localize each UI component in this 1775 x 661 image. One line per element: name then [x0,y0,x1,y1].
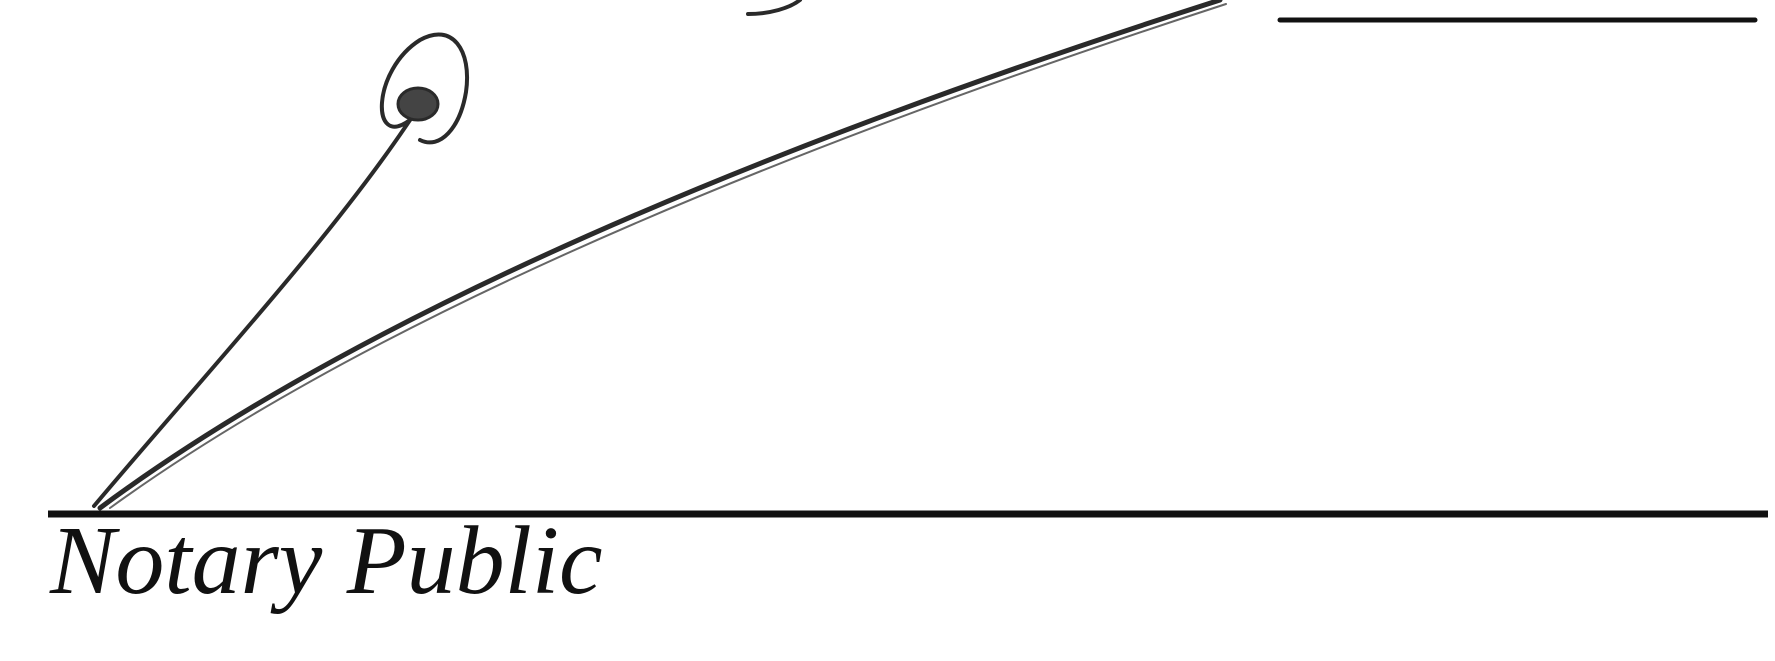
signature-long-stroke [97,0,1223,511]
handwritten-signature-icon [92,0,1227,511]
notary-public-label: Notary Public [50,507,603,615]
signature-loop [380,32,470,145]
signature-long-stroke-edge [109,3,1227,509]
signature-steep-stroke [92,118,412,508]
signature-top-tick [746,0,802,16]
signature-loop-blot [396,86,440,122]
